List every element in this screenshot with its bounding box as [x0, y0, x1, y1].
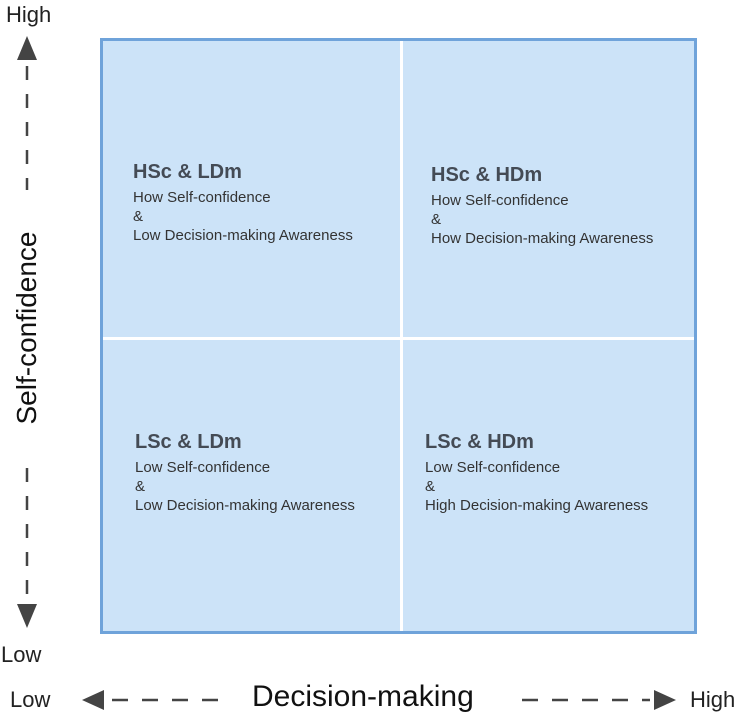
quadrant-title: LSc & HDm — [425, 431, 534, 453]
y-axis-title: Self-confidence — [11, 231, 42, 425]
quadrant-line: Low Decision-making Awareness — [135, 497, 355, 514]
y-axis-high-label: High — [6, 2, 52, 27]
quadrant-line: Low Self-confidence — [425, 459, 561, 476]
vertical-divider — [400, 41, 403, 631]
x-axis-high-label: High — [690, 687, 736, 712]
horizontal-divider — [103, 337, 694, 340]
quadrant-line: Low Self-confidence — [135, 459, 271, 476]
quadrant-line: How Self-confidence — [431, 192, 569, 209]
quadrant-title: HSc & LDm — [133, 161, 242, 183]
quadrant-top-left: HSc & LDm How Self-confidence & Low Deci… — [133, 161, 353, 245]
y-axis-up-arrowhead — [17, 36, 37, 60]
quadrant-line: Low Decision-making Awareness — [133, 227, 353, 244]
quadrant-top-right: HSc & HDm How Self-confidence & How Deci… — [431, 164, 653, 248]
quadrant-title: HSc & HDm — [431, 164, 543, 186]
quadrant-line: High Decision-making Awareness — [425, 497, 649, 514]
quadrant-grid: HSc & LDm How Self-confidence & Low Deci… — [100, 38, 697, 634]
x-axis-right-arrowhead — [654, 690, 676, 710]
quadrant-line: & — [135, 478, 146, 495]
x-axis-title: Decision-making — [252, 680, 474, 713]
quadrant-line: How Decision-making Awareness — [431, 230, 654, 247]
quadrant-bottom-right: LSc & HDm Low Self-confidence & High Dec… — [425, 431, 648, 515]
x-axis-left-arrowhead — [82, 690, 104, 710]
quadrant-bottom-left: LSc & LDm Low Self-confidence & Low Deci… — [135, 431, 355, 515]
quadrant-line: & — [431, 211, 442, 228]
quadrant-line: & — [133, 208, 144, 225]
quadrant-title: LSc & LDm — [135, 431, 242, 453]
quadrant-line: & — [425, 478, 436, 495]
y-axis-down-arrowhead — [17, 604, 37, 628]
quadrant-line: How Self-confidence — [133, 189, 271, 206]
x-axis-low-label: Low — [10, 687, 51, 712]
y-axis-low-label: Low — [1, 642, 42, 667]
